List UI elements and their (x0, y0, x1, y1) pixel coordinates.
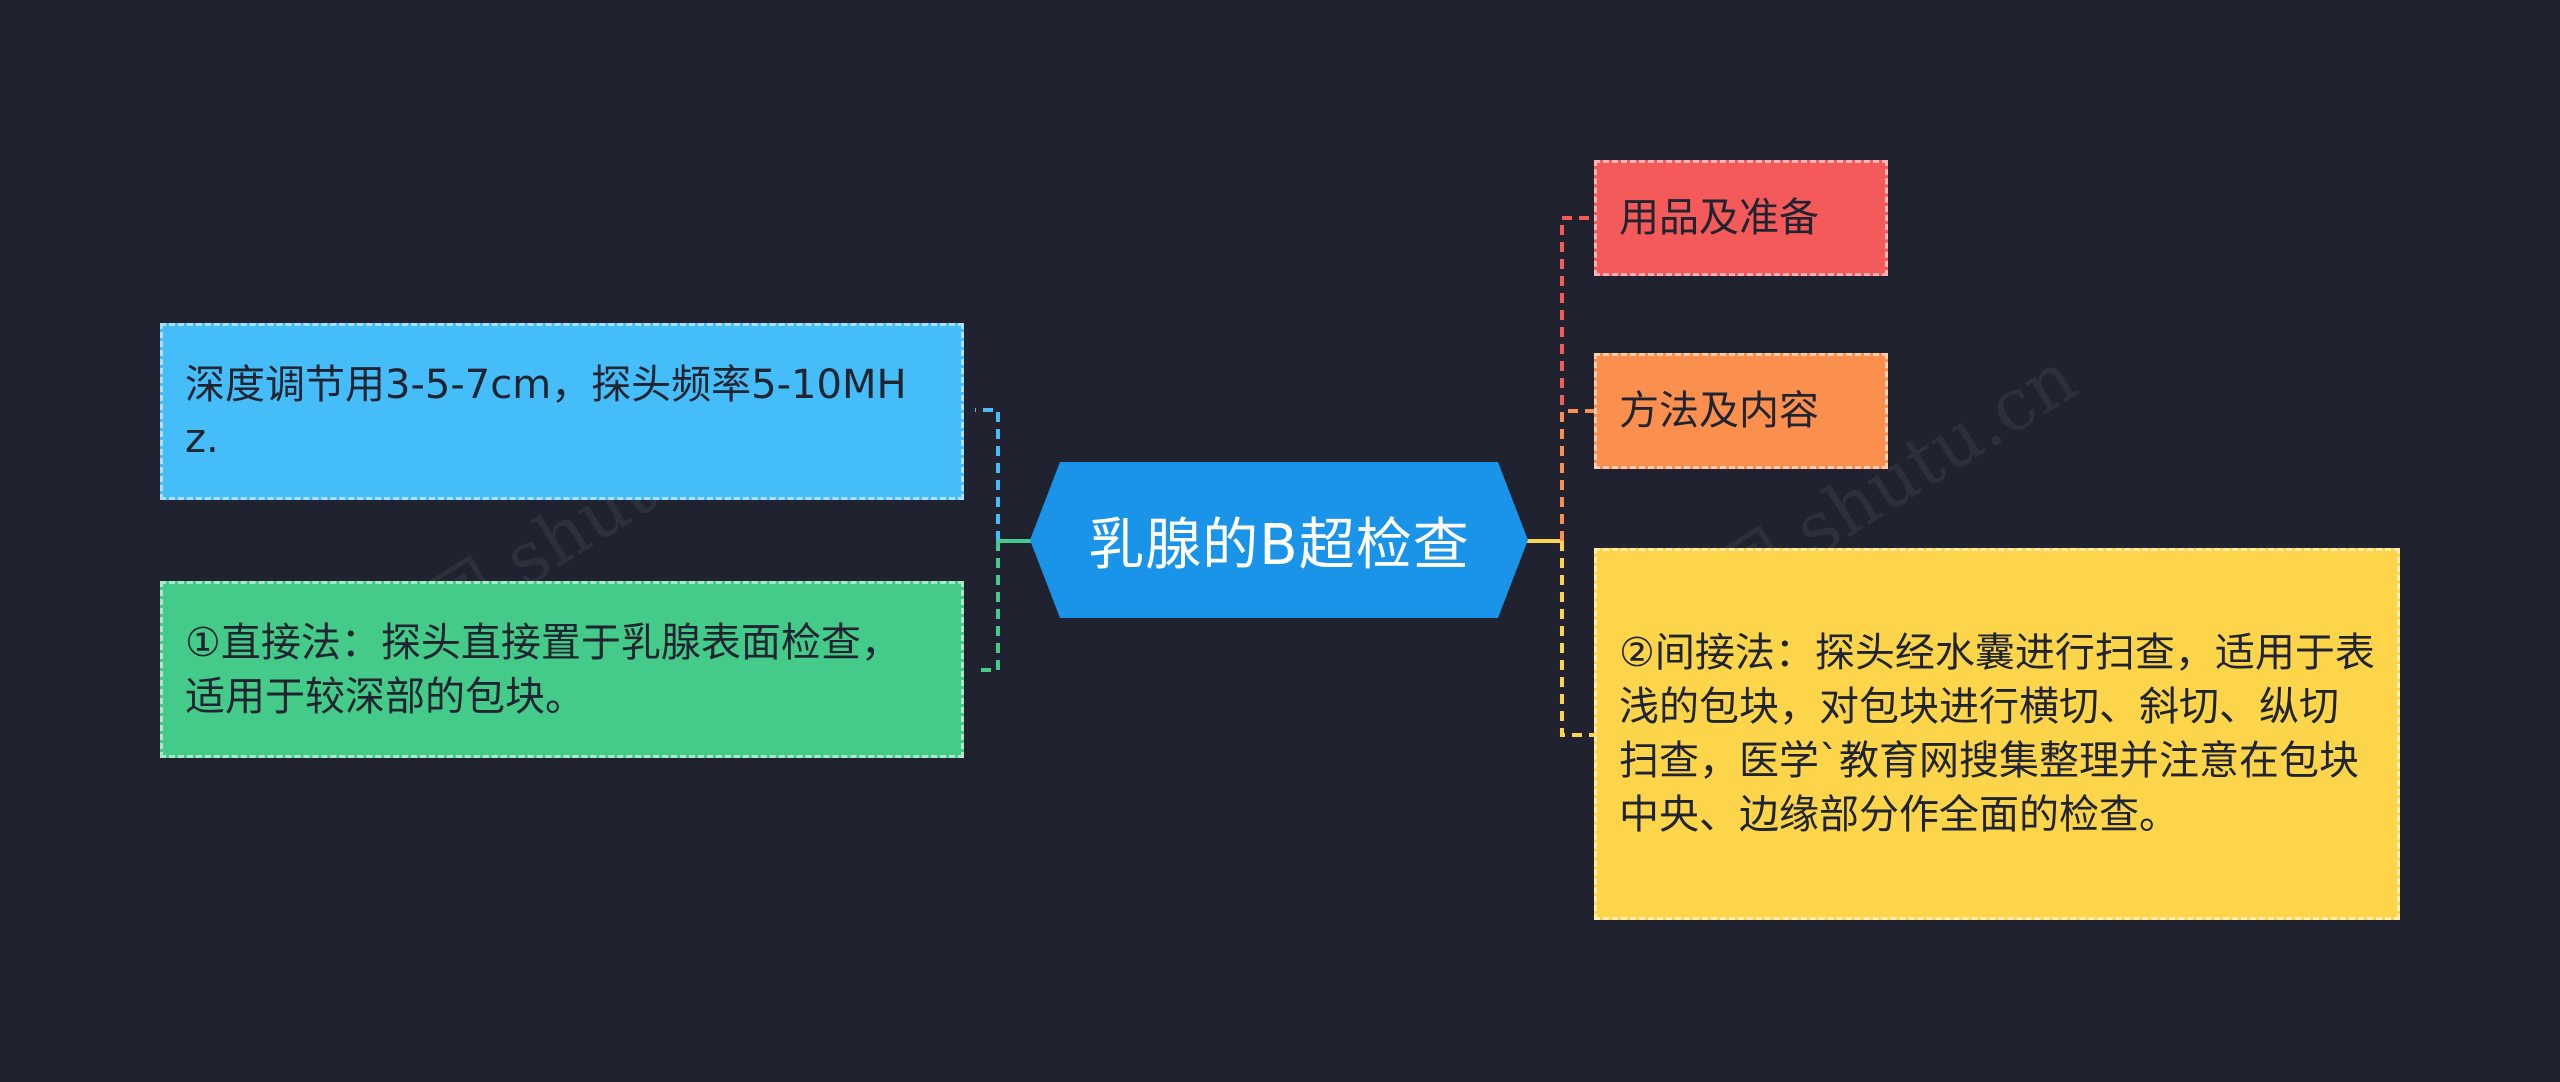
left-branch-label-depth: 深度调节用3-5-7cm，探头频率5-10MHz. (185, 361, 907, 462)
right-branch-node-indirect-method[interactable]: ②间接法：探头经水囊进行扫查，适用于表浅的包块，对包块进行横切、斜切、纵切扫查，… (1594, 548, 2400, 920)
left-branch-node-depth[interactable]: 深度调节用3-5-7cm，探头频率5-10MHz. (160, 323, 964, 500)
connector-right-2 (1560, 409, 1594, 541)
right-branch-node-supplies[interactable]: 用品及准备 (1594, 160, 1888, 276)
central-topic-label: 乳腺的B超检查 (1088, 512, 1470, 578)
connector-left-2 (975, 541, 1000, 672)
right-branch-label-supplies: 用品及准备 (1619, 195, 1819, 241)
central-topic-shape (1030, 462, 1528, 618)
central-topic[interactable]: 乳腺的B超检查 (1030, 462, 1528, 618)
connector-left-1 (975, 408, 1000, 541)
connector-right-3 (1560, 541, 1594, 737)
left-branch-node-direct-method[interactable]: ①直接法：探头直接置于乳腺表面检查，适用于较深部的包块。 (160, 581, 964, 758)
right-branch-label-indirect-method: ②间接法：探头经水囊进行扫查，适用于表浅的包块，对包块进行横切、斜切、纵切扫查，… (1619, 630, 2375, 838)
left-branch-label-direct-method: ①直接法：探头直接置于乳腺表面检查，适用于较深部的包块。 (185, 619, 901, 720)
central-topic-hexagon (1030, 462, 1528, 618)
connector-right-1 (1560, 216, 1594, 541)
right-branch-label-methods: 方法及内容 (1619, 388, 1819, 434)
right-branch-node-methods[interactable]: 方法及内容 (1594, 353, 1888, 469)
